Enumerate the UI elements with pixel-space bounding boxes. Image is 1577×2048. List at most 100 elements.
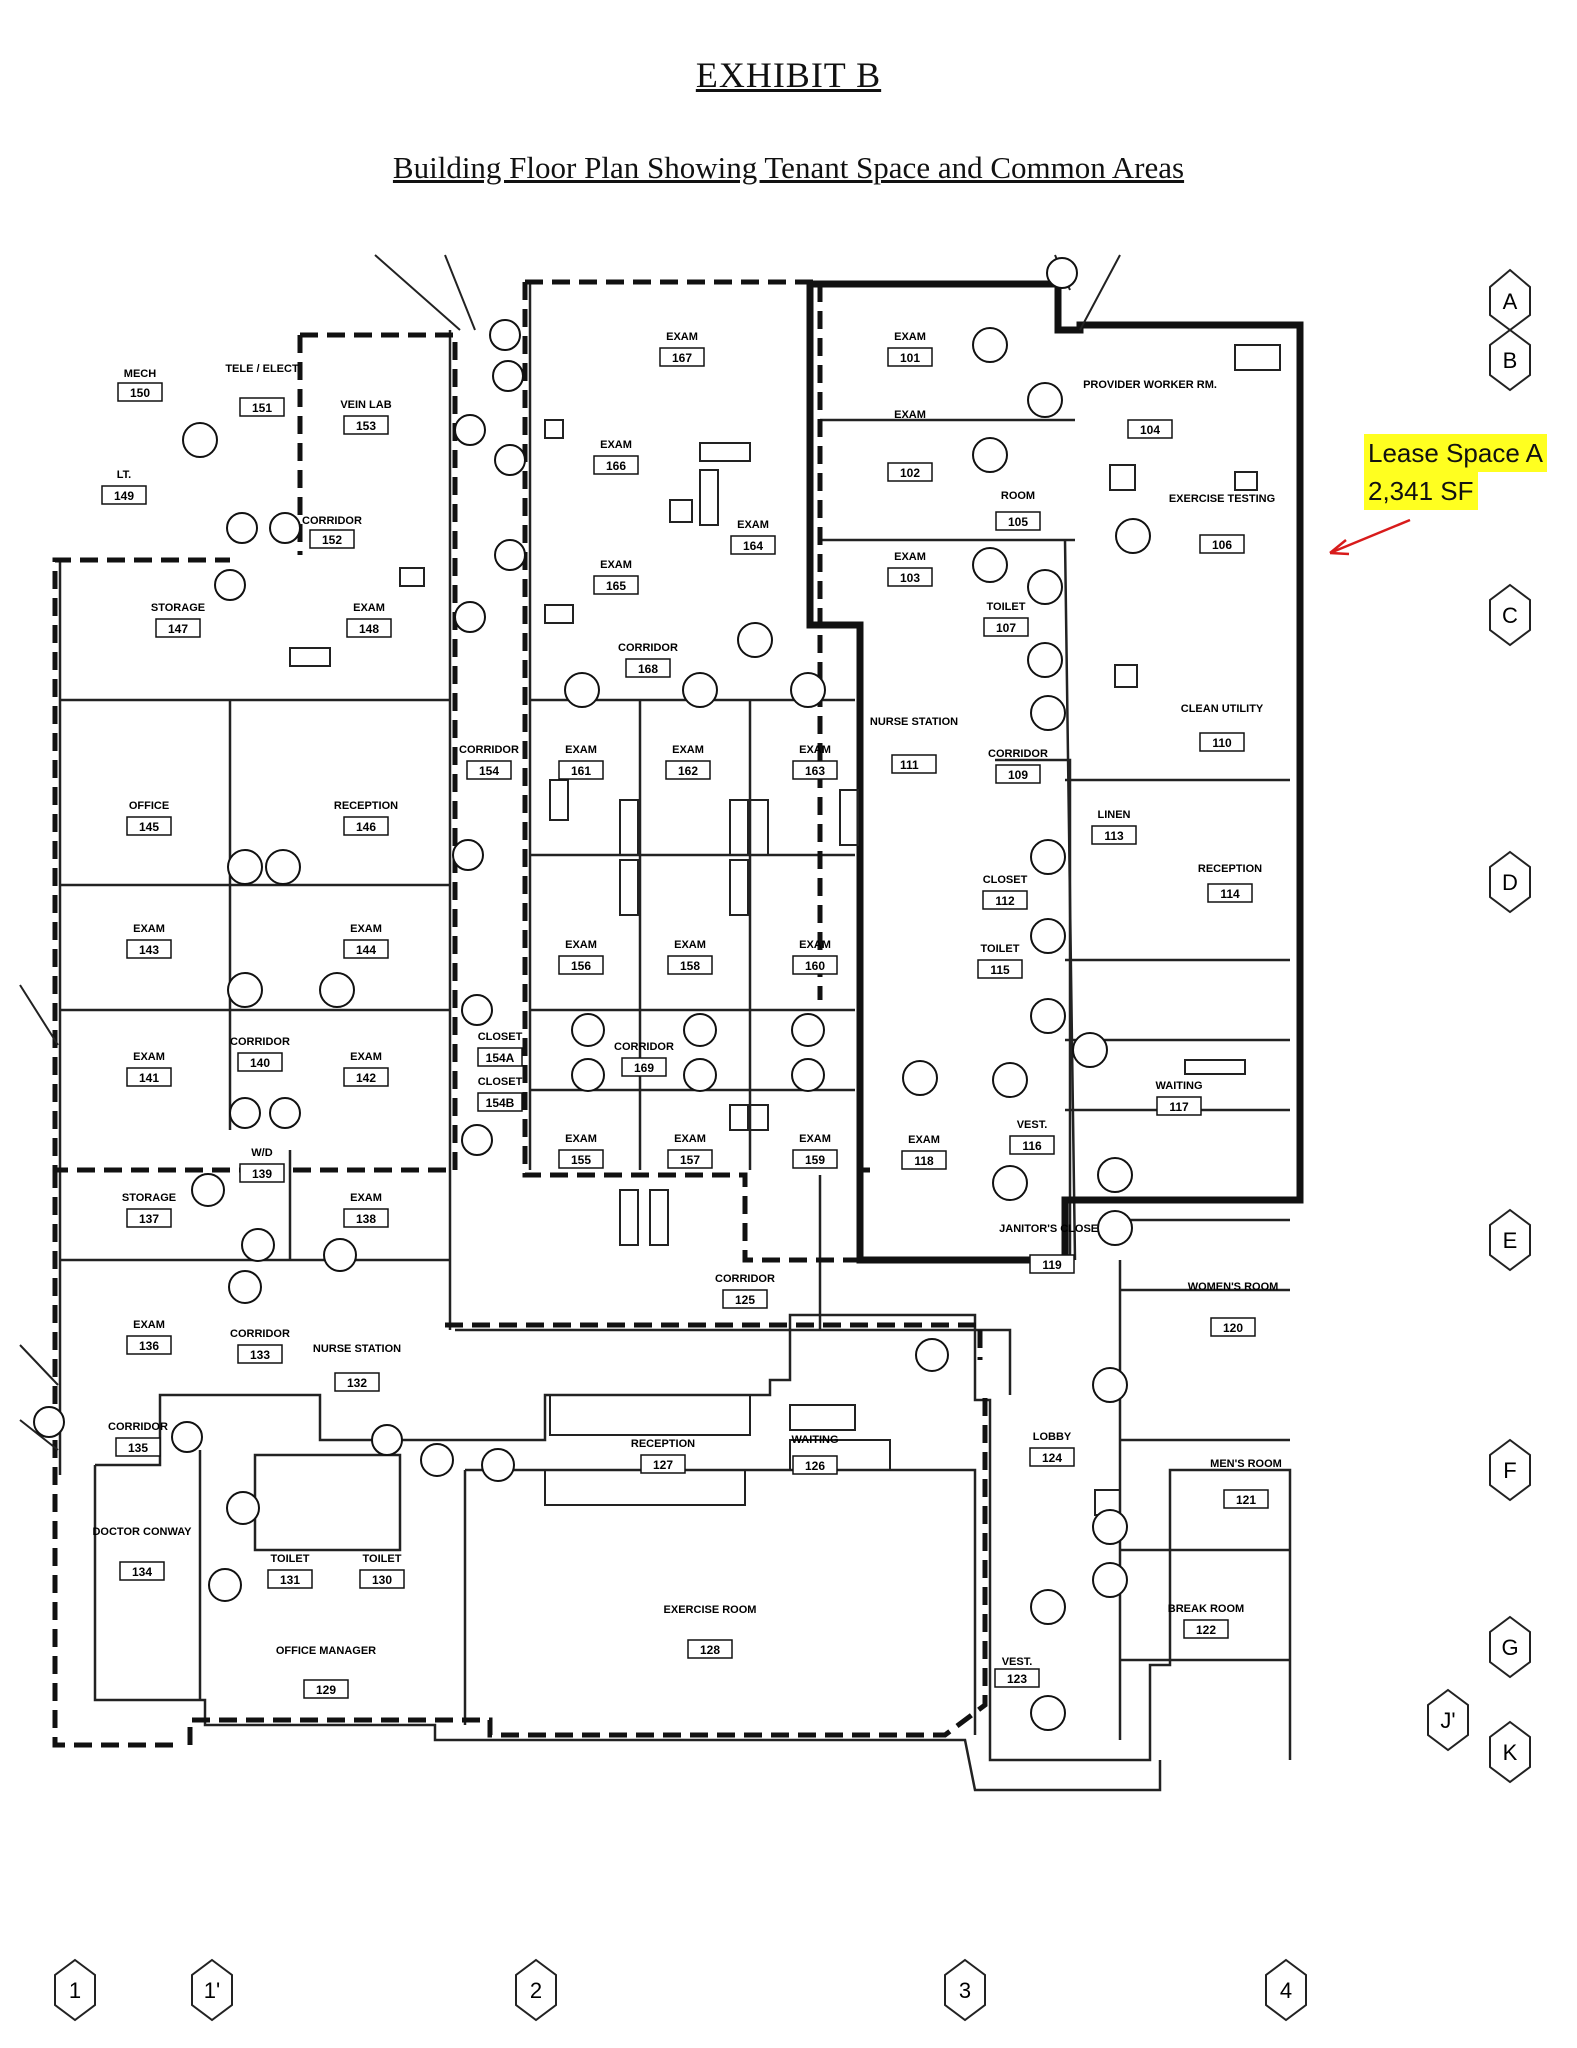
room-number: 111	[900, 758, 919, 772]
room-name: EXAM	[674, 939, 706, 951]
room-number: 104	[1140, 423, 1160, 437]
room-name: JANITOR'S CLOSET	[999, 1223, 1105, 1235]
room-name: CORRIDOR	[988, 748, 1048, 760]
room-number: 137	[139, 1212, 159, 1226]
lease-space-callout: Lease Space A 2,341 SF	[1364, 434, 1547, 510]
fixtures	[289, 344, 1281, 1516]
room-name: EXAM	[133, 1319, 165, 1331]
room-name: W/D	[251, 1147, 272, 1159]
grid-marker-label: 3	[959, 1978, 971, 2003]
room-name: CORRIDOR	[715, 1273, 775, 1285]
room-labels: MECH 150 TELE / ELECT 151 VEIN LAB 153 L…	[92, 331, 1282, 1699]
room-number: 156	[571, 959, 591, 973]
room-name: OFFICE MANAGER	[276, 1645, 376, 1657]
room-name: EXAM	[353, 602, 385, 614]
room-name: DOCTOR CONWAY	[92, 1526, 192, 1538]
room-number: 130	[372, 1573, 392, 1587]
grid-marker-label: D	[1502, 870, 1518, 895]
room-number: 155	[571, 1153, 591, 1167]
room-number: 135	[128, 1441, 148, 1455]
room-number: 154B	[486, 1096, 515, 1110]
room-number: 144	[356, 943, 376, 957]
room-number: 154A	[486, 1051, 515, 1065]
room-number: 140	[250, 1056, 270, 1070]
grid-marker-label: G	[1501, 1635, 1518, 1660]
room-name: STORAGE	[122, 1192, 176, 1204]
room-name: EXAM	[672, 744, 704, 756]
room-number: 102	[900, 466, 920, 480]
room-number: 151	[252, 401, 272, 415]
room-name: CORRIDOR	[614, 1041, 674, 1053]
lease-space-a-boundary	[806, 280, 1304, 1264]
room-number: 142	[356, 1071, 376, 1085]
lease-space-name: Lease Space A	[1364, 434, 1547, 472]
grid-marker-label: B	[1503, 348, 1518, 373]
room-number: 128	[700, 1643, 720, 1657]
room-name: OFFICE	[129, 800, 169, 812]
room-number: 120	[1223, 1321, 1243, 1335]
room-number: 166	[606, 459, 626, 473]
room-number: 105	[1008, 515, 1028, 529]
room-name: NURSE STATION	[313, 1343, 401, 1355]
room-number: 157	[680, 1153, 700, 1167]
room-number: 134	[132, 1565, 152, 1579]
room-number: 153	[356, 419, 376, 433]
room-name: LOBBY	[1033, 1431, 1072, 1443]
room-number: 129	[316, 1683, 336, 1697]
room-name: CORRIDOR	[230, 1328, 290, 1340]
room-name: MEN'S ROOM	[1210, 1458, 1282, 1470]
grid-marker-label: E	[1503, 1228, 1518, 1253]
room-name: CORRIDOR	[302, 515, 362, 527]
room-number: 131	[280, 1573, 300, 1587]
room-number: 117	[1169, 1100, 1189, 1114]
room-name: CORRIDOR	[618, 642, 678, 654]
room-number: 110	[1212, 736, 1232, 750]
room-name: EXAM	[894, 409, 926, 421]
room-number: 152	[322, 533, 342, 547]
room-name: CLOSET	[478, 1076, 523, 1088]
room-name: LINEN	[1098, 809, 1131, 821]
room-name: EXAM	[666, 331, 698, 343]
room-name: TOILET	[271, 1553, 310, 1565]
room-number: 126	[805, 1459, 825, 1473]
room-name: MECH	[124, 368, 156, 380]
room-number: 146	[356, 820, 376, 834]
room-name: EXAM	[737, 519, 769, 531]
room-name: RECEPTION	[334, 800, 398, 812]
grid-marker-label: A	[1503, 289, 1518, 314]
room-number: 145	[139, 820, 159, 834]
room-number: 138	[356, 1212, 376, 1226]
room-number: 159	[805, 1153, 825, 1167]
room-name: TOILET	[363, 1553, 402, 1565]
room-name: EXAM	[350, 1192, 382, 1204]
room-number: 132	[347, 1376, 367, 1390]
room-name: BREAK ROOM	[1168, 1603, 1244, 1615]
room-number: 112	[995, 894, 1015, 908]
walls	[58, 280, 1292, 1792]
callout-arrow	[1329, 518, 1411, 556]
room-number: 107	[996, 621, 1016, 635]
room-number: 118	[914, 1154, 934, 1168]
common-area-boundary	[52, 279, 988, 1748]
room-number: 109	[1008, 768, 1028, 782]
room-name: CORRIDOR	[230, 1036, 290, 1048]
room-number: 167	[672, 351, 692, 365]
room-number: 141	[139, 1071, 159, 1085]
room-name: EXAM	[350, 923, 382, 935]
room-number: 119	[1042, 1258, 1062, 1272]
room-name: CLOSET	[983, 874, 1028, 886]
room-name: WAITING	[1155, 1080, 1202, 1092]
room-number: 133	[250, 1348, 270, 1362]
grid-marker-label: 1	[69, 1978, 81, 2003]
room-number: 113	[1104, 829, 1124, 843]
grid-marker-label: J'	[1440, 1708, 1455, 1733]
room-number: 163	[805, 764, 825, 778]
grid-marker-label: C	[1502, 603, 1518, 628]
page-subtitle: Building Floor Plan Showing Tenant Space…	[392, 150, 1185, 185]
room-number: 121	[1236, 1493, 1256, 1507]
room-name: EXAM	[908, 1134, 940, 1146]
exterior-wall	[93, 1313, 1292, 1792]
room-name: CORRIDOR	[108, 1421, 168, 1433]
room-name: EXAM	[350, 1051, 382, 1063]
